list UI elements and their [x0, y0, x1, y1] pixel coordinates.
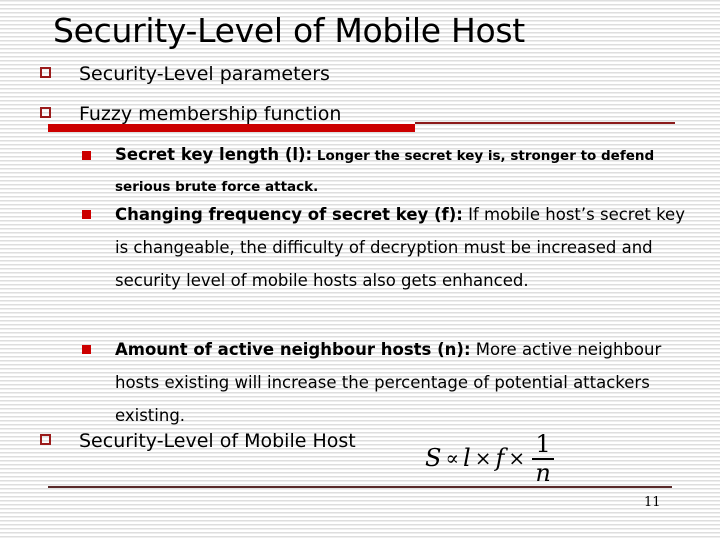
formula-numerator: 1 — [535, 430, 551, 458]
formula-var-f: f — [495, 443, 505, 472]
solid-square-bullet-icon — [82, 151, 91, 160]
header-rule-thick — [48, 124, 415, 132]
term-secret-key-length: Secret key length (l): — [115, 145, 313, 164]
formula-var-l: l — [463, 443, 471, 472]
sub-bullet-active-neighbour-hosts: Amount of active neighbour hosts (n): Mo… — [115, 333, 685, 432]
bullet-security-level-parameters: Security-Level parameters — [79, 63, 330, 85]
formula-times-symbol: × — [508, 445, 526, 470]
page-number: 11 — [644, 495, 661, 510]
term-changing-frequency: Changing frequency of secret key (f): — [115, 205, 463, 224]
sub-bullet-secret-key-length: Secret key length (l): Longer the secret… — [115, 140, 685, 202]
formula-fraction-bar — [532, 458, 555, 460]
solid-square-bullet-icon — [82, 210, 91, 219]
hollow-square-bullet-icon — [40, 107, 51, 118]
desc-active-neighbour-hosts: More active neighbour hosts existing wil… — [115, 340, 662, 425]
header-rule-thin — [415, 122, 675, 124]
formula-proportional-symbol: ∝ — [445, 445, 459, 470]
slide-title: Security-Level of Mobile Host — [53, 11, 525, 50]
bullet-security-level-of-mobile-host: Security-Level of Mobile Host — [79, 430, 356, 452]
sub-bullet-changing-frequency: Changing frequency of secret key (f): If… — [115, 198, 685, 297]
term-active-neighbour-hosts: Amount of active neighbour hosts (n): — [115, 340, 471, 359]
bullet-fuzzy-membership-function: Fuzzy membership function — [79, 103, 342, 125]
formula-times-symbol: × — [474, 445, 492, 470]
footer-rule — [48, 486, 672, 488]
hollow-square-bullet-icon — [40, 67, 51, 78]
formula-fraction: 1 n — [532, 430, 555, 487]
desc-changing-frequency: If mobile host’s secret key is changeabl… — [115, 205, 685, 290]
desc-secret-key-length: Longer the secret key is, stronger to de… — [115, 148, 655, 195]
formula-denominator: n — [535, 458, 551, 487]
security-level-formula: S ∝ l × f × 1 n — [425, 430, 555, 487]
hollow-square-bullet-icon — [40, 434, 51, 445]
formula-lhs: S — [425, 443, 442, 472]
solid-square-bullet-icon — [82, 345, 91, 354]
